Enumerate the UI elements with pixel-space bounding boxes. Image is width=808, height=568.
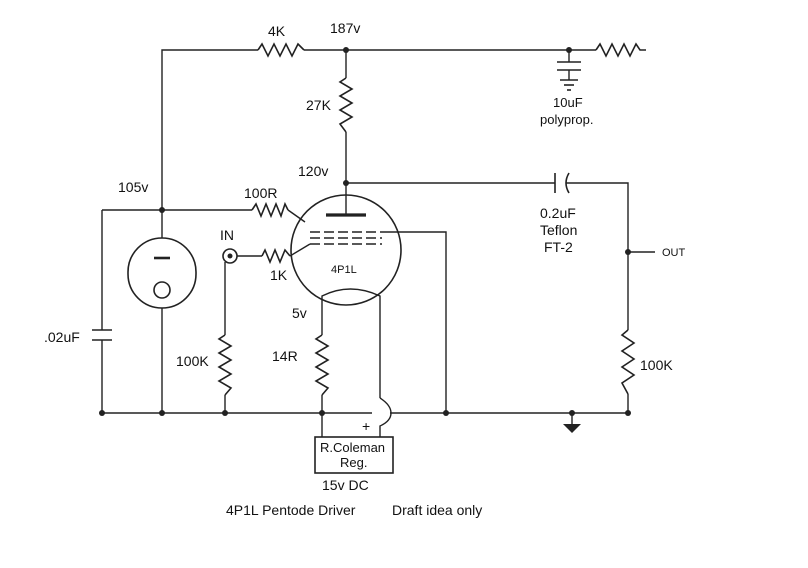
plate-voltage-label: 120v bbox=[298, 163, 328, 179]
labels: 4K 187v 27K 10uF polyprop. 120v 105v 100… bbox=[44, 20, 686, 518]
b-plus-voltage-label: 187v bbox=[330, 20, 360, 36]
coupling-cap-plate-right bbox=[565, 172, 570, 194]
load-resistor-label: 100K bbox=[640, 357, 673, 373]
input-jack bbox=[222, 248, 238, 264]
junction-dot bbox=[625, 249, 631, 255]
grid-lead-wire bbox=[289, 243, 311, 257]
filament-resistor bbox=[314, 334, 330, 396]
regulator-line1-label: R.Coleman bbox=[320, 440, 385, 455]
regulator-box bbox=[314, 436, 394, 474]
junction-dot bbox=[566, 47, 572, 53]
grid-stopper-label: 1K bbox=[270, 267, 288, 283]
coupling-cap-model-label: FT-2 bbox=[544, 239, 573, 255]
plate-resistor bbox=[338, 77, 354, 133]
screen-resistor-label: 100R bbox=[244, 185, 277, 201]
ground-symbol bbox=[563, 424, 581, 433]
supply-cap-value-label: 10uF bbox=[553, 95, 583, 110]
reference-tube-cathode bbox=[153, 281, 171, 299]
screen-resistor bbox=[251, 201, 289, 219]
filament-voltage-label: 5v bbox=[292, 305, 307, 321]
capacitors bbox=[92, 61, 581, 341]
bypass-cap-label: .02uF bbox=[44, 329, 80, 345]
feed-resistor-label: 4K bbox=[268, 23, 286, 39]
junction-dot bbox=[443, 410, 449, 416]
caption-title: 4P1L Pentode Driver bbox=[226, 502, 356, 518]
regulator-plus-wire bbox=[379, 397, 392, 437]
screen-lead-wire bbox=[287, 209, 306, 223]
junction-dot bbox=[343, 47, 349, 53]
top-rail-wire bbox=[161, 49, 258, 210]
feed-resistor bbox=[257, 42, 305, 58]
junction-dot bbox=[99, 410, 105, 416]
input-label: IN bbox=[220, 227, 234, 243]
junction-dot bbox=[222, 410, 228, 416]
input-jack-inner bbox=[227, 253, 233, 259]
junctions bbox=[99, 47, 631, 416]
supply-resistor bbox=[595, 42, 646, 58]
junction-dot bbox=[159, 410, 165, 416]
coupling-cap-type-label: Teflon bbox=[540, 222, 577, 238]
output-label: OUT bbox=[662, 247, 686, 259]
junction-dot bbox=[319, 410, 325, 416]
caption-note: Draft idea only bbox=[392, 502, 482, 518]
plate-resistor-label: 27K bbox=[306, 97, 332, 113]
junction-dot bbox=[569, 410, 575, 416]
reference-voltage-label: 105v bbox=[118, 179, 148, 195]
supply-cap-type-label: polyprop. bbox=[540, 112, 593, 127]
pentode-envelope bbox=[290, 194, 402, 306]
cap-to-output-wire bbox=[566, 182, 629, 330]
suppressor-wire bbox=[382, 231, 447, 413]
reference-tube bbox=[127, 237, 197, 309]
grid-stopper-resistor bbox=[261, 247, 291, 265]
regulator-plus-label: + bbox=[362, 418, 370, 434]
filament-wire bbox=[321, 288, 381, 398]
tube-type-label: 4P1L bbox=[331, 264, 357, 276]
grid-leak-resistor bbox=[217, 334, 233, 396]
input-jack-outer bbox=[222, 248, 238, 264]
junction-dot bbox=[625, 410, 631, 416]
junction-dot bbox=[343, 180, 349, 186]
reference-tube-envelope bbox=[127, 237, 197, 309]
ground-icon bbox=[563, 424, 581, 433]
junction-dot bbox=[159, 207, 165, 213]
filament-resistor-label: 14R bbox=[272, 348, 298, 364]
regulator-line2-label: Reg. bbox=[340, 455, 367, 470]
pentode-tube bbox=[290, 194, 402, 306]
grid-leak-label: 100K bbox=[176, 353, 209, 369]
regulator bbox=[314, 436, 394, 474]
coupling-cap-value-label: 0.2uF bbox=[540, 205, 576, 221]
load-resistor bbox=[620, 329, 636, 395]
resistors bbox=[217, 42, 646, 396]
supply-voltage-label: 15v DC bbox=[322, 477, 369, 493]
wiring bbox=[101, 49, 655, 437]
